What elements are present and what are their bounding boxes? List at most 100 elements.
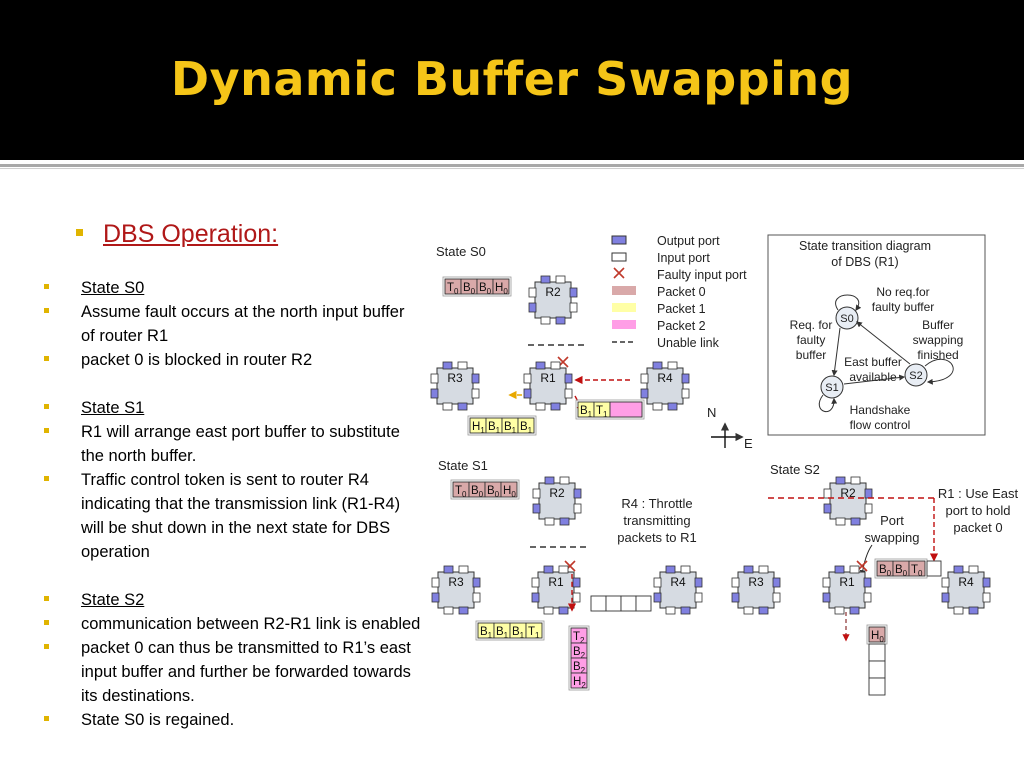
router-label: R2 bbox=[840, 486, 856, 500]
bullet-text: communication between R2-R1 link is enab… bbox=[81, 615, 421, 633]
router-port bbox=[850, 517, 861, 526]
bullet-text: R1 will arrange east port buffer to subs… bbox=[81, 423, 400, 465]
router-port bbox=[442, 402, 453, 411]
router-port bbox=[640, 388, 649, 399]
router-body bbox=[829, 482, 867, 520]
packet-frame bbox=[568, 625, 590, 691]
empty-buffer-slot bbox=[868, 643, 886, 662]
router-r3: R3 bbox=[430, 361, 480, 411]
router-port bbox=[731, 577, 740, 588]
flit-label: B2 bbox=[573, 661, 586, 675]
bullet-icon bbox=[44, 404, 49, 409]
bullet-text: State S0 bbox=[81, 279, 145, 297]
router-port bbox=[758, 565, 769, 574]
router-port bbox=[772, 592, 781, 603]
bullet-icon bbox=[44, 476, 49, 481]
packet-frame bbox=[575, 399, 645, 420]
router-port bbox=[471, 373, 480, 384]
router-port bbox=[559, 517, 570, 526]
flit-cell bbox=[868, 626, 886, 643]
router-port bbox=[457, 402, 468, 411]
router-port bbox=[822, 592, 831, 603]
bullet-icon bbox=[76, 228, 83, 236]
empty-buffer-slot bbox=[605, 595, 622, 612]
bullet-item: Traffic control token is sent to router … bbox=[42, 468, 422, 564]
std-self-loop bbox=[835, 294, 862, 311]
std-label: available bbox=[849, 370, 897, 384]
router-port bbox=[835, 476, 846, 485]
slide-title: Dynamic Buffer Swapping bbox=[170, 52, 854, 106]
router-r3: R3 bbox=[731, 565, 781, 615]
std-label: buffer bbox=[796, 348, 826, 362]
flit-label: B2 bbox=[573, 646, 586, 660]
std-self-loop bbox=[818, 394, 838, 413]
router-port bbox=[458, 606, 469, 615]
packet-frame bbox=[450, 479, 520, 500]
state-heading-item: State S2 bbox=[42, 588, 422, 612]
std-label: flow control bbox=[850, 418, 911, 432]
router-port bbox=[863, 592, 872, 603]
bullet-text: State S1 bbox=[81, 399, 145, 417]
bullet-icon bbox=[44, 428, 49, 433]
bullet-item: communication between R2-R1 link is enab… bbox=[42, 612, 422, 636]
router-body bbox=[529, 367, 567, 405]
note-port-swap: swapping bbox=[865, 530, 920, 545]
router-port bbox=[758, 606, 769, 615]
router-port bbox=[665, 606, 676, 615]
note-port-swap: Port bbox=[880, 513, 904, 528]
router-body bbox=[534, 281, 572, 319]
flit-label: T0 bbox=[455, 485, 467, 499]
router-port bbox=[680, 606, 691, 615]
legend-label: Packet 0 bbox=[657, 285, 706, 299]
router-port bbox=[535, 361, 546, 370]
router-port bbox=[457, 361, 468, 370]
compass-n: N bbox=[707, 405, 716, 420]
router-label: R4 bbox=[657, 371, 673, 385]
router-port bbox=[731, 592, 740, 603]
flit-label: H0 bbox=[503, 485, 516, 499]
title-rule-thin bbox=[0, 168, 1024, 169]
flit-label: B0 bbox=[895, 564, 908, 578]
router-port bbox=[573, 503, 582, 514]
std-title: State transition diagram bbox=[799, 239, 931, 253]
flit-label: H0 bbox=[495, 282, 508, 296]
bullet-text: packet 0 can thus be transmitted to R1’s… bbox=[81, 639, 411, 705]
flit-label: B0 bbox=[879, 564, 892, 578]
router-port bbox=[535, 402, 546, 411]
flit-cell bbox=[492, 278, 510, 295]
router-r2: R2 bbox=[532, 476, 582, 526]
bullet-item: Assume fault occurs at the north input b… bbox=[42, 300, 422, 348]
router-port bbox=[558, 565, 569, 574]
bullet-icon bbox=[44, 620, 49, 625]
bullet-icon bbox=[44, 716, 49, 721]
router-port bbox=[652, 402, 663, 411]
router-port bbox=[941, 592, 950, 603]
packet-flits: H0 bbox=[866, 624, 888, 645]
router-port bbox=[968, 565, 979, 574]
flit-cell bbox=[500, 481, 518, 498]
router-port bbox=[544, 517, 555, 526]
router-port bbox=[430, 373, 439, 384]
router-port bbox=[430, 388, 439, 399]
legend-faulty-swatch bbox=[613, 267, 625, 279]
router-label: R2 bbox=[549, 486, 565, 500]
router-port bbox=[640, 373, 649, 384]
packet-frame bbox=[475, 620, 545, 641]
state-label: State S0 bbox=[436, 244, 486, 259]
router-port bbox=[667, 402, 678, 411]
std-label: No req.for bbox=[876, 285, 929, 299]
router-label: R4 bbox=[958, 575, 974, 589]
router-port bbox=[835, 517, 846, 526]
compass-e: E bbox=[744, 436, 753, 451]
legend-label: Packet 1 bbox=[657, 302, 706, 316]
state-label: State S2 bbox=[770, 462, 820, 477]
legend-packet1-swatch bbox=[612, 303, 636, 312]
flit-label: B1 bbox=[488, 421, 501, 435]
std-edge bbox=[856, 321, 911, 365]
router-r3: R3 bbox=[431, 565, 481, 615]
bullet-icon bbox=[44, 596, 49, 601]
router-port bbox=[543, 565, 554, 574]
